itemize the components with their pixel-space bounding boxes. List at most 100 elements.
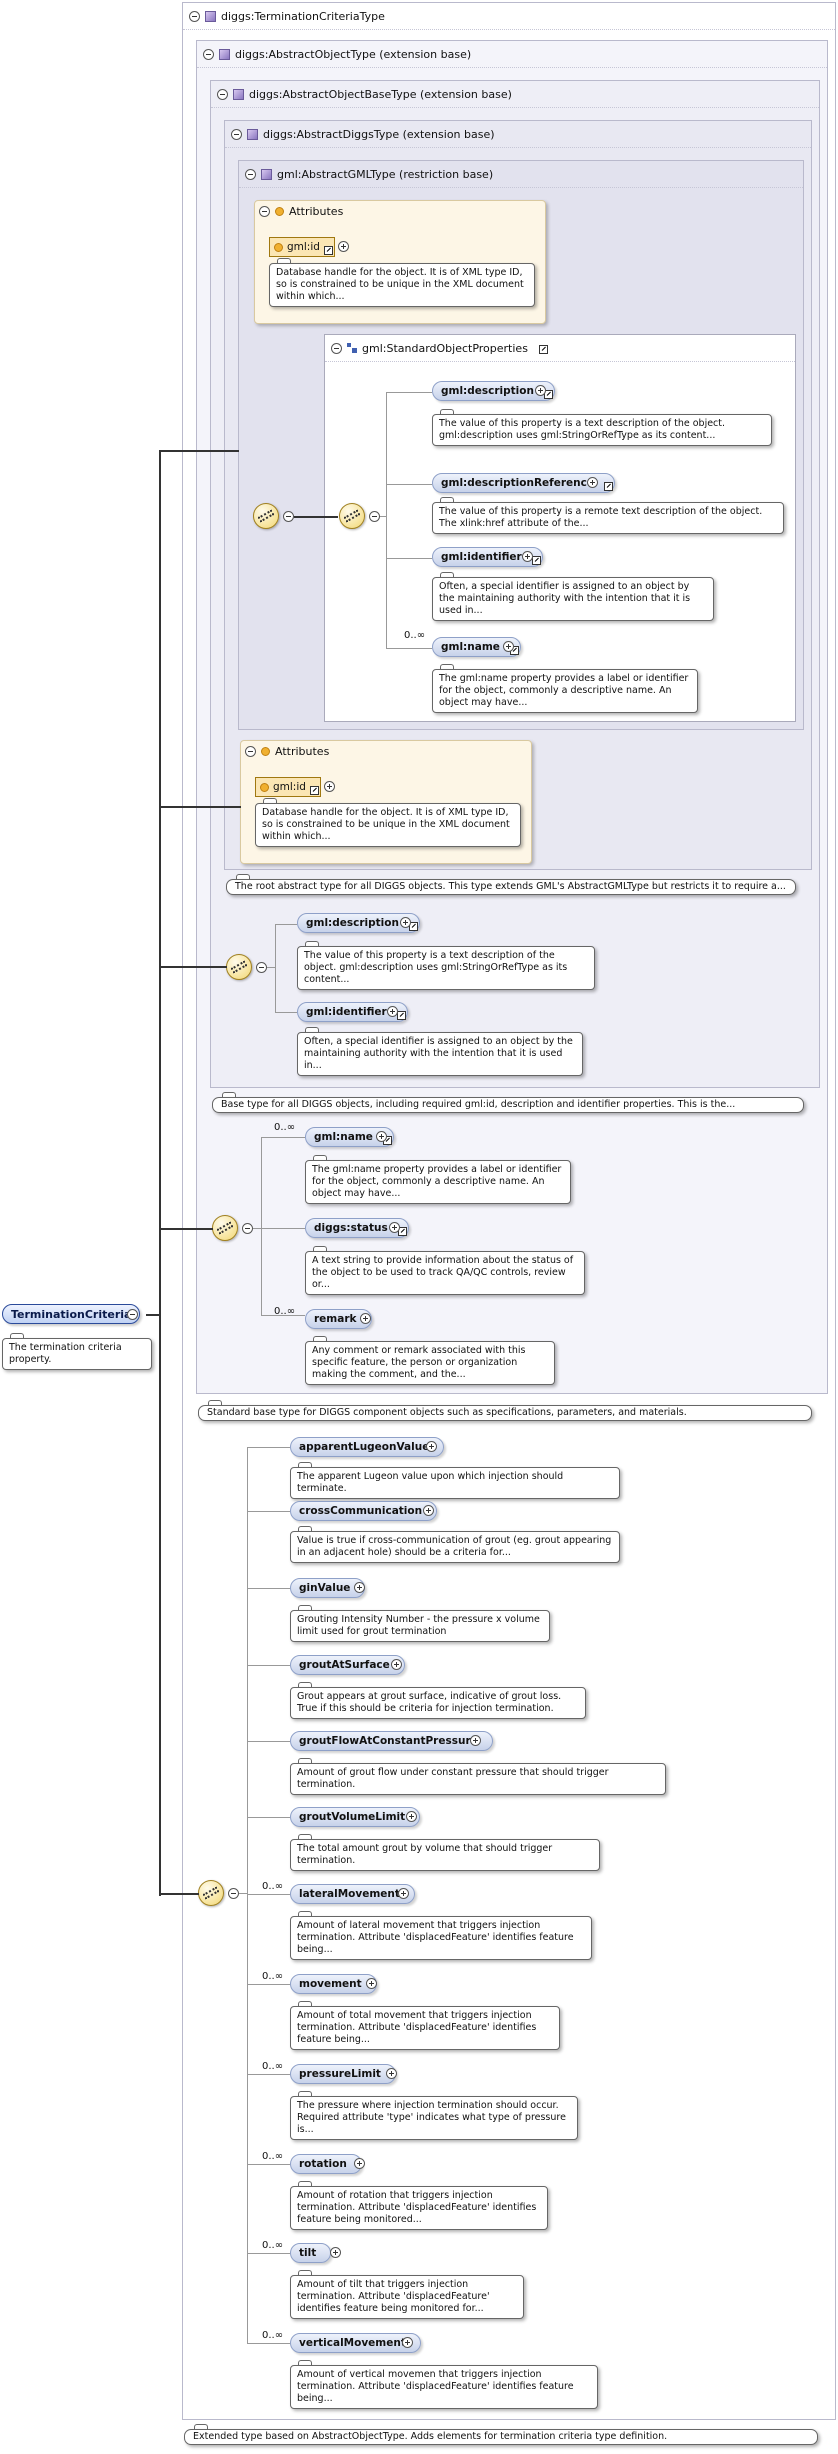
root-description: The termination criteria property. [2, 1338, 152, 1370]
type-description: Standard base type for DIGGS component o… [198, 1405, 812, 1421]
collapse-icon[interactable] [331, 342, 342, 354]
complex-type-icon [261, 168, 272, 180]
element-label: gml:identifier [306, 1006, 387, 1018]
element-description: A text string to provide information abo… [305, 1251, 585, 1295]
reference-arrow-icon [323, 246, 333, 255]
type-title: diggs:TerminationCriteriaType [221, 9, 385, 23]
expand-icon[interactable] [354, 1582, 365, 1593]
collapse-icon[interactable] [256, 962, 267, 973]
element-grout-flow-at-constant-pressure[interactable]: groutFlowAtConstantPressure [290, 1731, 493, 1751]
element-vertical-movement[interactable]: verticalMovement [290, 2333, 421, 2353]
expand-icon[interactable] [406, 1811, 417, 1822]
sequence-compositor[interactable] [212, 1215, 238, 1241]
type-description: Extended type based on AbstractObjectTyp… [184, 2429, 818, 2445]
expand-icon[interactable] [470, 1735, 481, 1746]
collapse-icon[interactable] [217, 88, 228, 100]
element-label: gml:name [314, 1131, 373, 1143]
element-description: Amount of vertical movemen that triggers… [290, 2365, 598, 2409]
attribute-icon [260, 782, 269, 792]
expand-icon[interactable] [386, 2068, 397, 2079]
multiplicity-label: 0..∞ [262, 2061, 284, 2072]
sequence-compositor[interactable] [226, 954, 252, 980]
element-tilt[interactable]: tilt [290, 2243, 332, 2263]
element-label: verticalMovement [299, 2337, 406, 2349]
collapse-icon[interactable] [189, 10, 200, 22]
element-movement[interactable]: movement [290, 1974, 377, 1994]
collapse-icon[interactable] [242, 1223, 253, 1234]
collapse-icon[interactable] [259, 206, 270, 217]
collapse-icon[interactable] [231, 128, 242, 140]
expand-icon[interactable] [503, 641, 514, 652]
expand-icon[interactable] [398, 1888, 409, 1899]
element-gml-description[interactable]: gml:description [432, 381, 555, 401]
element-label: gml:description [306, 917, 399, 929]
expand-icon[interactable] [324, 781, 335, 792]
sequence-compositor[interactable] [198, 1880, 224, 1906]
root-element-termination-criteria[interactable]: TerminationCriteria [2, 1304, 141, 1324]
element-description: The apparent Lugeon value upon which inj… [290, 1467, 620, 1499]
element-description: Amount of rotation that triggers injecti… [290, 2186, 548, 2230]
multiplicity-label: 0..∞ [262, 2330, 284, 2341]
expand-icon[interactable] [423, 1505, 434, 1516]
expand-icon[interactable] [338, 241, 349, 252]
expand-icon[interactable] [387, 1006, 398, 1017]
element-label: groutAtSurface [299, 1659, 390, 1671]
element-diggs-status[interactable]: diggs:status [305, 1218, 409, 1238]
element-label: crossCommunication [299, 1505, 423, 1517]
element-pressure-limit[interactable]: pressureLimit [290, 2064, 396, 2084]
element-grout-at-surface[interactable]: groutAtSurface [290, 1655, 405, 1675]
element-description: The gml:name property provides a label o… [432, 669, 698, 713]
collapse-icon[interactable] [245, 168, 256, 180]
multiplicity-label: 0..∞ [274, 1306, 296, 1317]
element-apparent-lugeon-value[interactable]: apparentLugeonValue [290, 1437, 445, 1457]
element-description: Often, a special identifier is assigned … [432, 577, 714, 621]
element-remark[interactable]: remark [305, 1309, 372, 1329]
expand-icon[interactable] [535, 385, 546, 396]
element-cross-communication[interactable]: crossCommunication [290, 1501, 438, 1521]
attributes-label: Attributes [275, 745, 330, 758]
collapse-icon[interactable] [127, 1309, 138, 1320]
gml-id-attribute[interactable]: gml:id [269, 237, 335, 257]
collapse-icon[interactable] [369, 511, 380, 522]
element-gml-name[interactable]: gml:name [432, 637, 521, 657]
expand-icon[interactable] [366, 1978, 377, 1989]
element-label: gml:identifier [441, 551, 522, 563]
element-label: movement [299, 1978, 362, 1990]
element-grout-volume-limit[interactable]: groutVolumeLimit [290, 1807, 421, 1827]
expand-icon[interactable] [389, 1222, 400, 1233]
expand-icon[interactable] [354, 2158, 365, 2169]
multiplicity-label: 0..∞ [262, 1881, 284, 1892]
collapse-icon[interactable] [203, 48, 214, 60]
element-description: The value of this property is a text des… [297, 946, 595, 990]
element-description: Amount of grout flow under constant pres… [290, 1763, 666, 1795]
element-gin-value[interactable]: ginValue [290, 1578, 366, 1598]
sequence-compositor[interactable] [339, 503, 365, 529]
complex-type-icon [219, 48, 230, 60]
expand-icon[interactable] [522, 551, 533, 562]
expand-icon[interactable] [360, 1313, 371, 1324]
expand-icon[interactable] [391, 1659, 402, 1670]
element-description: The value of this property is a remote t… [432, 502, 784, 534]
element-gml-name[interactable]: gml:name [305, 1127, 394, 1147]
collapse-icon[interactable] [228, 1888, 239, 1899]
element-gml-description[interactable]: gml:description [297, 913, 420, 933]
sequence-compositor[interactable] [253, 503, 279, 529]
element-gml-description-reference[interactable]: gml:descriptionReference [432, 473, 615, 493]
collapse-icon[interactable] [283, 511, 294, 522]
expand-icon[interactable] [330, 2247, 341, 2258]
element-lateral-movement[interactable]: lateralMovement [290, 1884, 415, 1904]
expand-icon[interactable] [426, 1441, 437, 1452]
element-gml-identifier[interactable]: gml:identifier [432, 547, 543, 567]
element-rotation[interactable]: rotation [290, 2154, 362, 2174]
gml-id-attribute[interactable]: gml:id [255, 777, 321, 797]
expand-icon[interactable] [402, 2337, 413, 2348]
collapse-icon[interactable] [245, 746, 256, 757]
element-description: Amount of lateral movement that triggers… [290, 1916, 592, 1960]
element-gml-identifier[interactable]: gml:identifier [297, 1002, 408, 1022]
attributes-group-diggs: Attributes gml:id Database handle for th… [240, 740, 532, 864]
expand-icon[interactable] [400, 917, 411, 928]
expand-icon[interactable] [587, 477, 598, 488]
multiplicity-label: 0..∞ [274, 1122, 296, 1133]
sequence-icon [216, 1221, 234, 1235]
expand-icon[interactable] [376, 1131, 387, 1142]
